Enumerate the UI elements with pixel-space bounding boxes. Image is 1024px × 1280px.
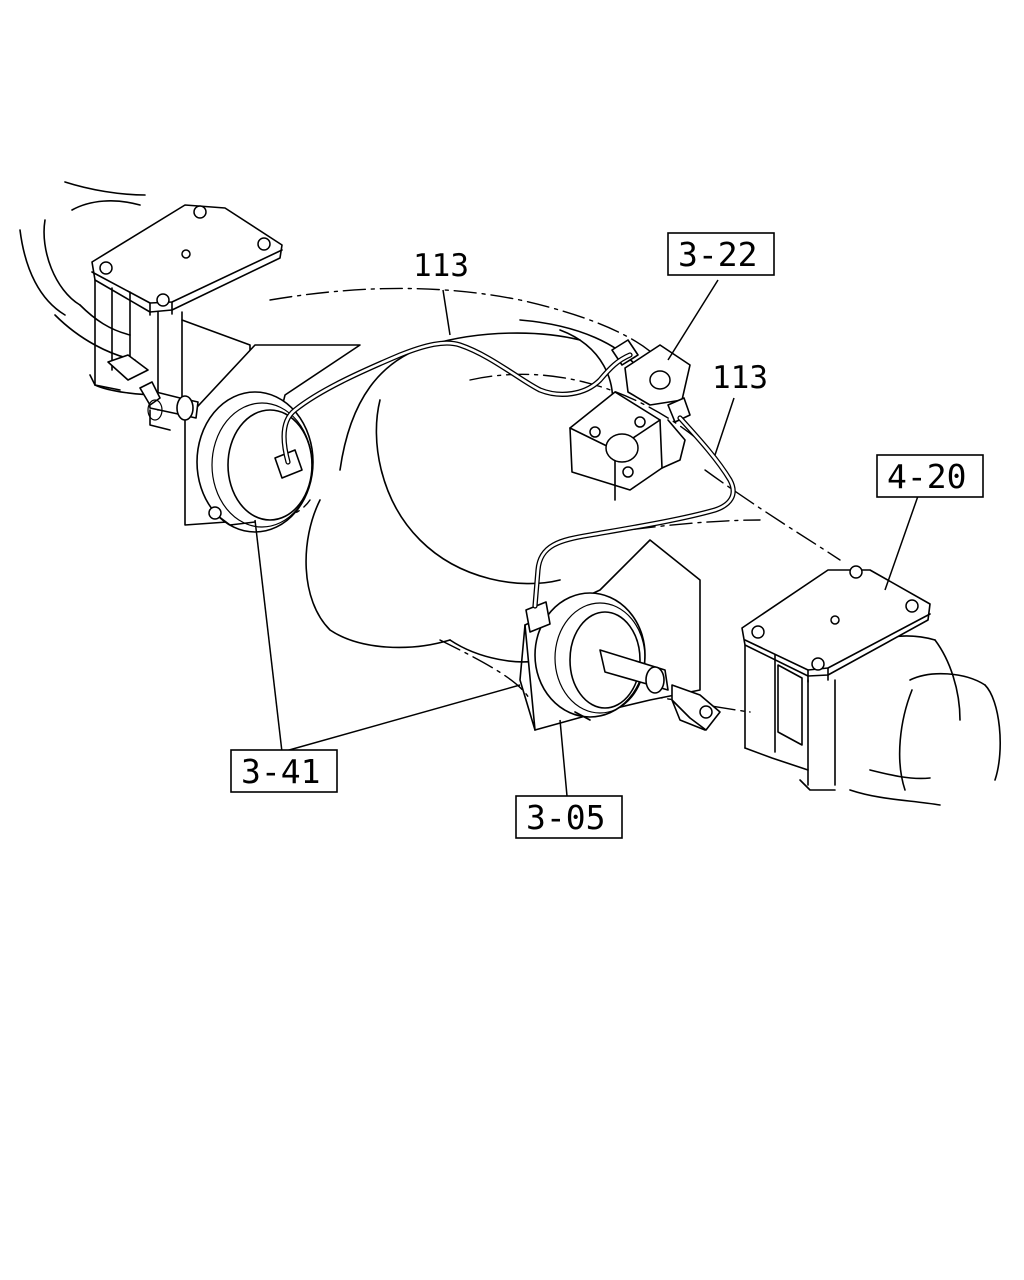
left-spring-seat bbox=[89, 204, 283, 411]
callout-3-41-text: 3-41 bbox=[241, 752, 320, 791]
label-113-right: 113 bbox=[712, 360, 768, 396]
right-spring-seat bbox=[741, 565, 931, 791]
callout-3-41[interactable]: 3-41 bbox=[230, 749, 338, 793]
leader-lines bbox=[254, 279, 919, 797]
callout-4-20-text: 4-20 bbox=[887, 457, 966, 496]
callout-3-05-text: 3-05 bbox=[526, 798, 605, 837]
callout-3-22-text: 3-22 bbox=[678, 235, 757, 274]
relay-valve-bracket bbox=[569, 339, 691, 501]
left-brake-chamber bbox=[139, 344, 361, 533]
callout-4-20[interactable]: 4-20 bbox=[876, 454, 984, 498]
brake-tube-113-right bbox=[532, 415, 736, 609]
callout-3-22[interactable]: 3-22 bbox=[667, 232, 775, 276]
label-113-left: 113 bbox=[413, 248, 469, 284]
right-brake-chamber bbox=[519, 539, 721, 731]
brake-tube-113-left bbox=[281, 340, 633, 465]
callout-3-05[interactable]: 3-05 bbox=[515, 795, 623, 839]
right-axle-tube bbox=[839, 635, 1001, 806]
